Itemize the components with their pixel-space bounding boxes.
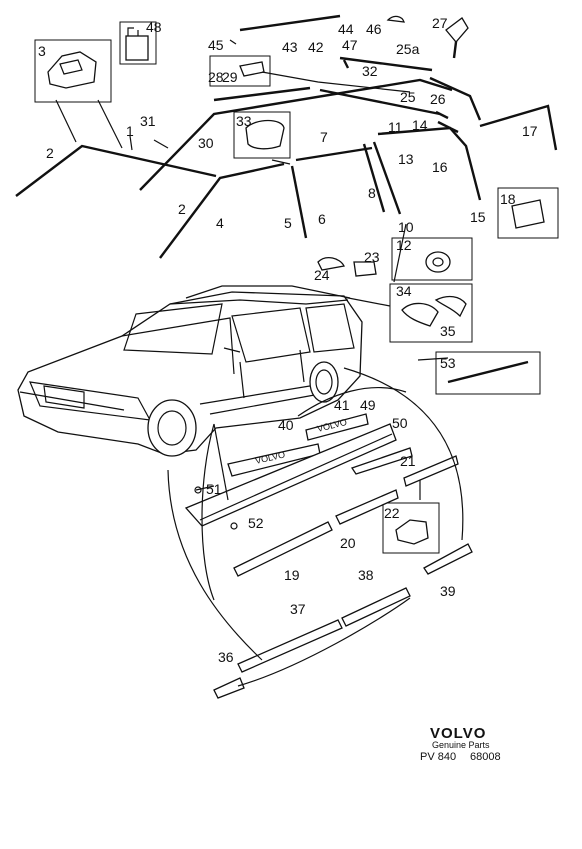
label-49: 49: [360, 397, 376, 413]
label-2a: 2: [46, 145, 54, 161]
label-15: 15: [470, 209, 486, 225]
label-31: 31: [140, 113, 156, 129]
label-21: 21: [400, 453, 416, 469]
label-42: 42: [308, 39, 324, 55]
inset-box-53: [435, 351, 541, 395]
label-3: 3: [38, 43, 46, 59]
loop-lines: [167, 367, 464, 687]
label-25: 25: [400, 89, 416, 105]
footer-branding: VOLVO Genuine Parts PV 840 68008: [420, 725, 501, 763]
label-32: 32: [362, 63, 378, 79]
label-24: 24: [314, 267, 330, 283]
label-51: 51: [206, 481, 222, 497]
roof-mouldings: [15, 14, 558, 259]
label-7: 7: [320, 129, 328, 145]
label-35: 35: [440, 323, 456, 339]
sill-parts: VOLVO VOLVO: [184, 413, 413, 530]
inset-box-22: [382, 502, 440, 554]
label-40: 40: [278, 417, 294, 433]
label-25a: 25a: [396, 41, 420, 57]
label-36: 36: [218, 649, 234, 665]
label-26: 26: [430, 91, 446, 107]
inset-box-18: [497, 187, 559, 239]
label-43: 43: [282, 39, 298, 55]
inset-box-34-35: [389, 283, 473, 343]
label-1: 1: [126, 123, 134, 139]
leader-lines: [55, 71, 449, 500]
inset-box-48: [119, 21, 157, 65]
label-10: 10: [398, 219, 414, 235]
label-38: 38: [358, 567, 374, 583]
label-41: 41: [334, 397, 350, 413]
label-34: 34: [396, 283, 412, 299]
inset-box-33: [233, 111, 291, 159]
genuine-parts-text: Genuine Parts: [432, 740, 490, 750]
label-50: 50: [392, 415, 408, 431]
label-5: 5: [284, 215, 292, 231]
label-52: 52: [248, 515, 264, 531]
label-8: 8: [368, 185, 376, 201]
label-48: 48: [146, 19, 162, 35]
label-53: 53: [440, 355, 456, 371]
car-body: [17, 285, 363, 457]
label-37: 37: [290, 601, 306, 617]
inset-box-12: [391, 237, 473, 281]
label-28: 28: [208, 69, 224, 85]
label-13: 13: [398, 151, 414, 167]
label-27: 27: [432, 15, 448, 31]
fastener-parts: [317, 256, 377, 277]
label-16: 16: [432, 159, 448, 175]
label-18: 18: [500, 191, 516, 207]
label-12: 12: [396, 237, 412, 253]
label-33: 33: [236, 113, 252, 129]
label-44: 44: [338, 21, 354, 37]
label-47: 47: [342, 37, 358, 53]
label-11: 11: [388, 119, 403, 135]
label-17: 17: [522, 123, 538, 139]
label-2b: 2: [178, 201, 186, 217]
label-22: 22: [384, 505, 400, 521]
label-39: 39: [440, 583, 456, 599]
label-6: 6: [318, 211, 326, 227]
diagram-code-right: 68008: [470, 751, 501, 763]
label-23: 23: [364, 249, 380, 265]
label-4: 4: [216, 215, 224, 231]
label-45: 45: [208, 37, 224, 53]
label-19: 19: [284, 567, 300, 583]
label-30: 30: [198, 135, 214, 151]
label-14: 14: [412, 117, 428, 133]
inset-box-3: [34, 39, 112, 103]
diagram-code-left: PV 840: [420, 751, 456, 763]
label-46: 46: [366, 21, 382, 37]
volvo-logo-text: VOLVO: [430, 725, 486, 742]
label-29: 29: [222, 69, 238, 85]
side-mouldings: [213, 455, 473, 699]
part-labels: 1 2 2 3 4 5 6 7 8 10 11 12 13 14 15 16 1…: [38, 15, 538, 665]
inset-box-28-29: [209, 55, 271, 87]
label-20: 20: [340, 535, 356, 551]
